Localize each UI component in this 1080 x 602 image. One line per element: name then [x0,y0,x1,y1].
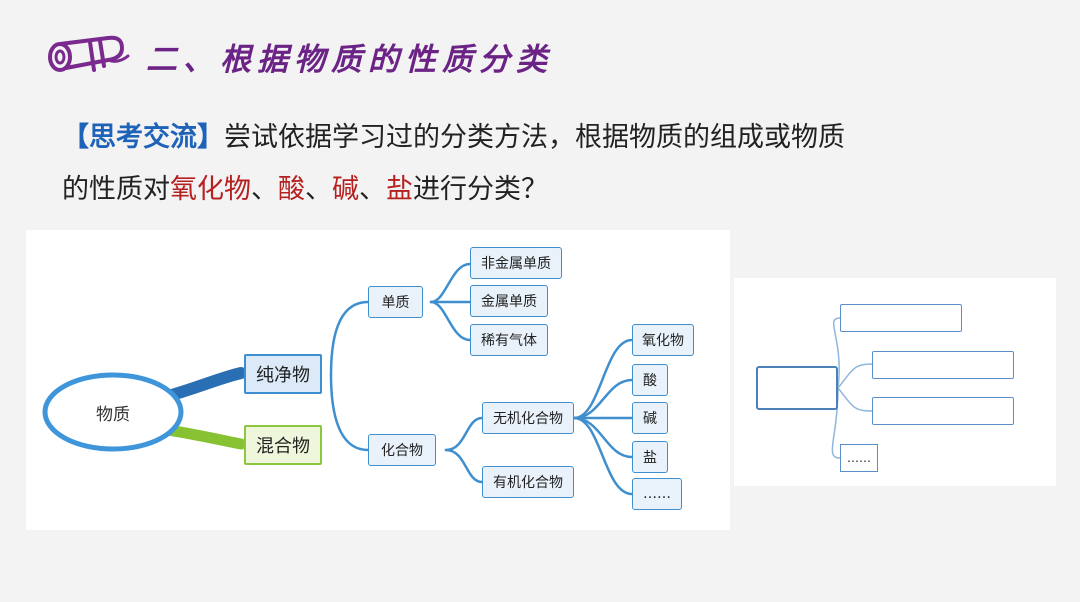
highlight-oxide: 氧化物 [170,174,251,205]
node-acid: 酸 [632,364,668,396]
node-mixture: 混合物 [244,425,322,465]
mindmap-connectors [42,262,634,496]
highlight-salt: 盐 [386,174,413,205]
blank-classification-template: …… [734,278,1056,486]
question-text-1: 尝试依据学习过的分类方法，根据物质的组成或物质 [224,122,845,153]
template-root-box [756,366,838,410]
template-connectors [831,317,873,459]
classification-mindmap: 物质 纯净物 混合物 单质 化合物 非金属单质 金属单质 稀有气体 无机化合物 … [26,230,730,530]
node-organic-compound: 有机化合物 [482,466,574,498]
node-etc: …… [632,478,682,510]
question-line-1: 【思考交流】尝试依据学习过的分类方法，根据物质的组成或物质 [62,112,1022,164]
template-branch-box [840,304,962,332]
node-compound: 化合物 [368,434,436,466]
discussion-tag: 【思考交流】 [62,122,224,153]
question-line-2: 的性质对氧化物、酸、碱、盐进行分类？ [62,164,1022,216]
node-salt: 盐 [632,441,668,473]
separator: 、 [305,174,332,205]
template-branch-box [872,351,1014,379]
node-metal-element: 金属单质 [470,285,548,317]
node-noble-gas: 稀有气体 [470,324,548,356]
scroll-icon [48,35,130,72]
node-nonmetal-element: 非金属单质 [470,247,562,279]
highlight-base: 碱 [332,174,359,205]
question-text-suffix: 进行分类？ [413,174,548,205]
page-title: 二、根据物质的性质分类 [146,42,553,78]
discussion-question: 【思考交流】尝试依据学习过的分类方法，根据物质的组成或物质 的性质对氧化物、酸、… [62,112,1022,216]
node-inorganic-compound: 无机化合物 [482,402,574,434]
question-text-prefix: 的性质对 [62,174,170,205]
separator: 、 [251,174,278,205]
template-branch-box [872,397,1014,425]
node-oxide: 氧化物 [632,324,694,356]
mindmap-root-matter: 物质 [96,404,130,425]
template-etc-box: …… [840,444,878,472]
section-title-bar: 二、根据物质的性质分类 [46,28,606,84]
node-base: 碱 [632,402,668,434]
separator: 、 [359,174,386,205]
highlight-acid: 酸 [278,174,305,205]
node-pure-substance: 纯净物 [244,354,322,394]
node-element: 单质 [368,286,423,318]
